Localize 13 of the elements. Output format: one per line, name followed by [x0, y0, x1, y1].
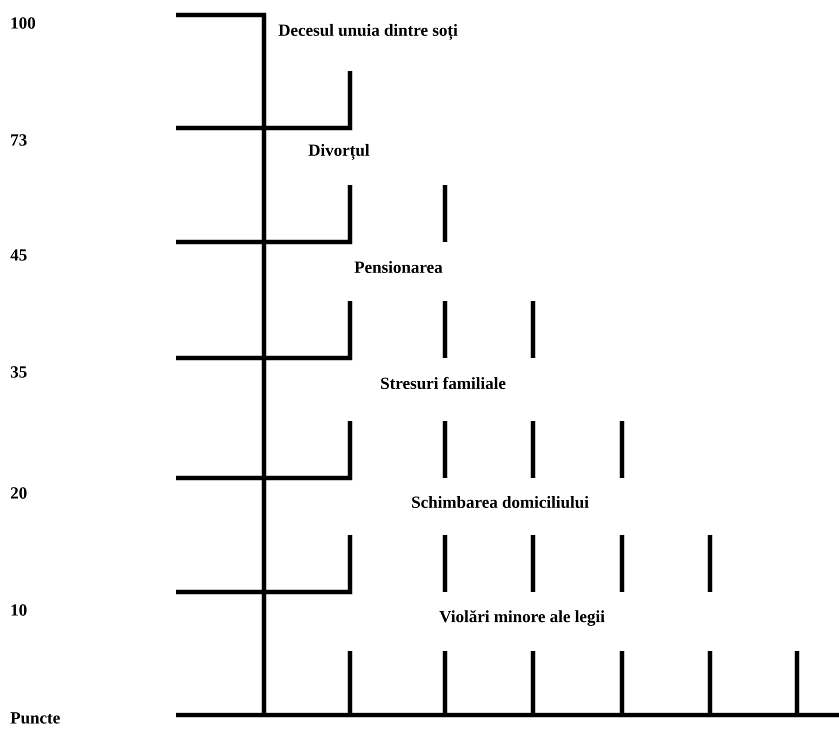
event-label: Stresuri familiale [381, 376, 506, 390]
event-label: Pensionarea [354, 261, 442, 273]
axis-value: 20 [10, 487, 27, 499]
axis-value: 35 [10, 366, 27, 378]
axis-title: Puncte [10, 712, 60, 724]
event-label: Decesul unuia dintre soți [278, 24, 458, 40]
axis-value: 73 [11, 134, 27, 146]
event-label: Violări minore ale legii [439, 610, 605, 626]
axis-value: 100 [12, 17, 36, 29]
axis-value: 45 [10, 249, 27, 261]
axis-value: 10 [12, 604, 27, 616]
event-label: Divorțul [308, 144, 370, 160]
event-label: Schimbarea domiciliului [412, 496, 589, 508]
